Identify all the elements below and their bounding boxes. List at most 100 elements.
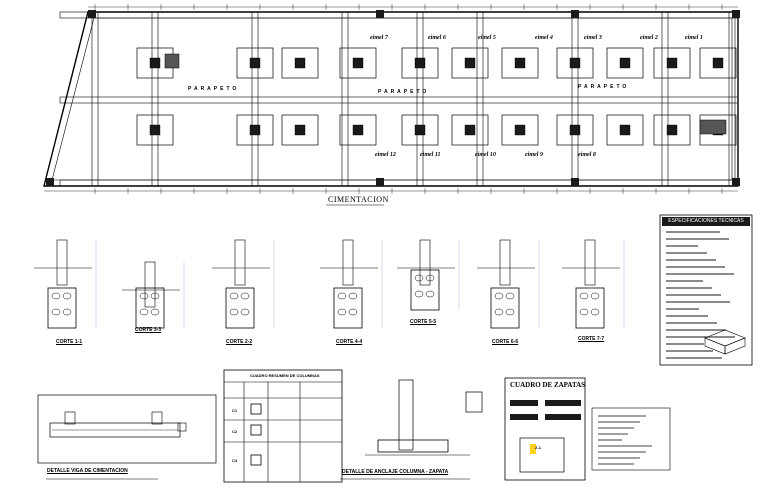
column-label-12: eimel 12 — [375, 152, 396, 158]
column-label-10: eimel 10 — [475, 152, 496, 158]
footing-column — [666, 57, 678, 69]
foundation-beam-v — [91, 11, 99, 187]
footing — [606, 114, 644, 146]
footing — [556, 114, 594, 146]
column-label-11: eimel 11 — [420, 152, 441, 158]
section-footing — [333, 287, 363, 329]
foundation-beam-v — [151, 11, 159, 187]
footing-column — [569, 57, 581, 69]
footing-column — [514, 124, 526, 136]
specs-table-title: ESPECIFICACIONES TECNICAS — [662, 217, 750, 226]
stone-fill — [414, 290, 424, 298]
anclaje-footing — [377, 439, 449, 453]
section-footing — [410, 269, 440, 311]
footing-column — [149, 57, 161, 69]
stone-fill — [139, 292, 149, 300]
stone-fill — [229, 292, 239, 300]
section-column — [419, 239, 431, 286]
stone-fill — [494, 292, 504, 300]
grid-column-marker — [88, 10, 96, 18]
stone-fill — [425, 290, 435, 298]
column-label-1: eimel 1 — [685, 35, 703, 41]
brick-iso-right — [724, 337, 746, 355]
viga-column — [64, 411, 76, 425]
column-section-icon — [250, 424, 262, 436]
footing — [699, 47, 737, 79]
section-label-3: CORTE 3-3 — [135, 327, 162, 333]
footing-column — [712, 57, 724, 69]
footing — [401, 114, 439, 146]
stone-fill — [425, 274, 435, 282]
stone-fill — [590, 292, 600, 300]
zapatas-header-bar — [545, 414, 581, 420]
foundation-beam-v — [571, 11, 579, 187]
foundation-beam-h — [59, 11, 739, 19]
stone-fill — [337, 292, 347, 300]
column-label-6: eimel 6 — [428, 35, 446, 41]
plan-title: CIMENTACION — [328, 195, 389, 204]
footing — [501, 47, 539, 79]
footing — [281, 47, 319, 79]
section-footing — [225, 287, 255, 329]
section-label-2: CORTE 2-2 — [226, 339, 253, 345]
stone-fill — [505, 292, 515, 300]
footing-column — [352, 57, 364, 69]
footing — [281, 114, 319, 146]
zapatas-header-bar — [545, 400, 581, 406]
column-label-4: eimel 4 — [535, 35, 553, 41]
footing — [339, 114, 377, 146]
footing-column — [464, 124, 476, 136]
stone-fill — [590, 308, 600, 316]
section-column — [56, 239, 68, 286]
footing-column — [414, 124, 426, 136]
stone-fill — [150, 308, 160, 316]
brick-iso-top — [704, 329, 746, 347]
stone-fill — [505, 308, 515, 316]
column-label-7: eimel 7 — [370, 35, 388, 41]
column-label-5: eimel 5 — [478, 35, 496, 41]
hatch-block — [164, 53, 180, 69]
bottom-details — [37, 369, 671, 483]
zapata-column-accent — [530, 444, 536, 454]
column-section-icon — [250, 403, 262, 415]
section-footing — [490, 287, 520, 329]
foundation-plan — [43, 4, 740, 206]
section-footing — [135, 287, 165, 329]
footing — [653, 47, 691, 79]
section-column — [499, 239, 511, 286]
stone-fill — [51, 292, 61, 300]
stone-fill — [337, 308, 347, 316]
grid-column-marker — [376, 10, 384, 18]
foundation-beam-h — [59, 179, 739, 187]
grid-column-marker — [571, 10, 579, 18]
plan-outline — [43, 11, 739, 187]
section-label-7: CORTE 7-7 — [578, 336, 605, 342]
footing — [236, 114, 274, 146]
stone-fill — [240, 292, 250, 300]
columns-table-title: CUADRO RESUMEN DE COLUMNAS — [250, 373, 320, 378]
stone-fill — [229, 308, 239, 316]
parapeto-label-2: PARAPETO — [378, 89, 430, 95]
foundation-beam-v — [341, 11, 349, 187]
section-footing — [575, 287, 605, 329]
zapatas-header-bar — [510, 400, 538, 406]
stone-fill — [62, 292, 72, 300]
footing — [606, 47, 644, 79]
column-section-icon — [250, 454, 262, 466]
footing-column — [619, 57, 631, 69]
footing — [236, 47, 274, 79]
section-label-5: CORTE 5-5 — [410, 319, 437, 325]
footing-column — [352, 124, 364, 136]
anclaje-stirrup — [465, 391, 483, 413]
zapata-plan — [519, 437, 565, 473]
zapatas-table-title: CUADRO DE ZAPATAS — [510, 381, 586, 389]
anclaje-detail-title: DETALLE DE ANCLAJE COLUMNA - ZAPATA — [342, 469, 449, 475]
anclaje-column — [398, 379, 414, 451]
zapata-tag: Z-1 — [535, 445, 541, 450]
parapeto-label-3: PARAPETO — [578, 84, 630, 90]
column-row-c3: C3 — [232, 458, 238, 463]
grid-column-marker — [571, 178, 579, 186]
viga-column — [151, 411, 163, 425]
stone-fill — [62, 308, 72, 316]
